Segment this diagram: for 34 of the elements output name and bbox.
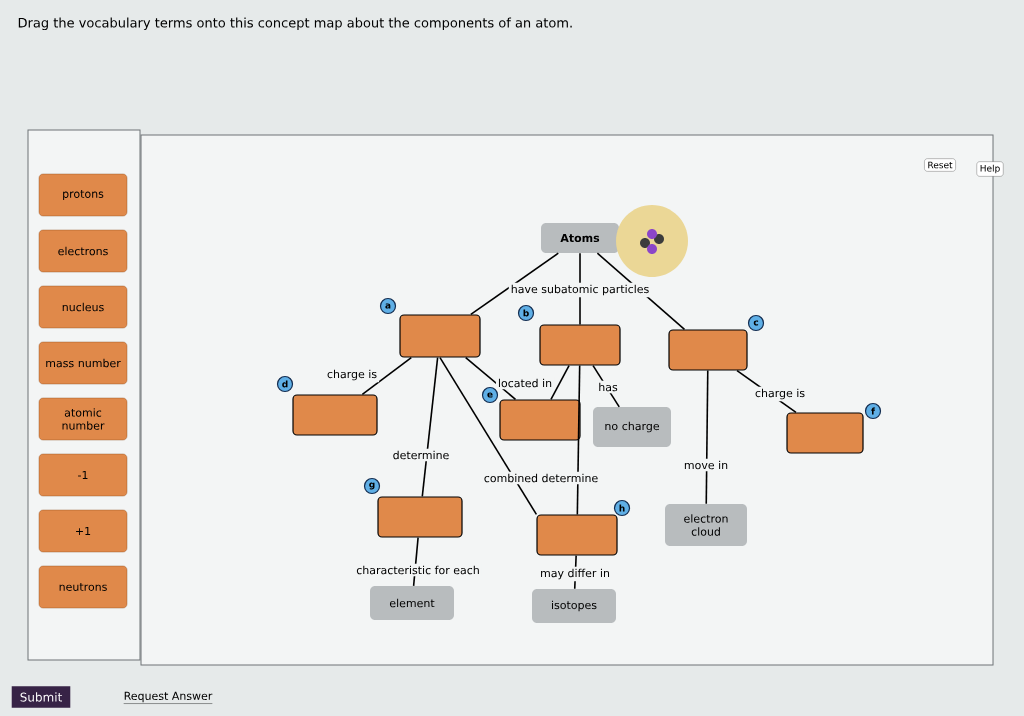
concept-box: Atoms bbox=[541, 223, 619, 253]
concept-box: no charge bbox=[593, 407, 671, 447]
concept-box: isotopes bbox=[532, 589, 616, 623]
letter-badge: f bbox=[864, 402, 882, 420]
letter-badge: e bbox=[481, 386, 499, 404]
submit-button: Submit bbox=[11, 686, 71, 708]
concept-box: element bbox=[370, 586, 454, 620]
connector-line bbox=[550, 364, 570, 401]
letter-badge: g bbox=[363, 477, 381, 495]
help-button: Help bbox=[976, 161, 1004, 177]
concept-box: electron cloud bbox=[665, 504, 747, 546]
term-tile: -1 bbox=[38, 453, 128, 497]
term-tile: neutrons bbox=[38, 565, 128, 609]
letter-badge: h bbox=[613, 499, 631, 517]
term-tile: mass number bbox=[38, 341, 128, 385]
term-tile: nucleus bbox=[38, 285, 128, 329]
letter-badge: b bbox=[517, 304, 535, 322]
request-answer-link: Request Answer bbox=[123, 691, 213, 704]
connector-line bbox=[361, 356, 413, 396]
connector-line bbox=[470, 252, 560, 316]
letter-badge: d bbox=[276, 375, 294, 393]
term-tile: +1 bbox=[38, 509, 128, 553]
connector-line bbox=[592, 364, 620, 408]
connector-line bbox=[705, 369, 709, 505]
reset-button: Reset bbox=[924, 158, 956, 172]
term-tile: atomic number bbox=[38, 397, 128, 441]
connector-line bbox=[439, 356, 538, 516]
connector-line bbox=[464, 356, 517, 401]
instruction-text: Drag the vocabulary terms onto this concept map about the components of an atom. bbox=[18, 17, 572, 31]
connector-line bbox=[421, 356, 439, 498]
letter-badge: a bbox=[379, 297, 397, 315]
connector-line bbox=[576, 364, 581, 516]
term-tile: electrons bbox=[38, 229, 128, 273]
term-tile: protons bbox=[38, 173, 128, 217]
